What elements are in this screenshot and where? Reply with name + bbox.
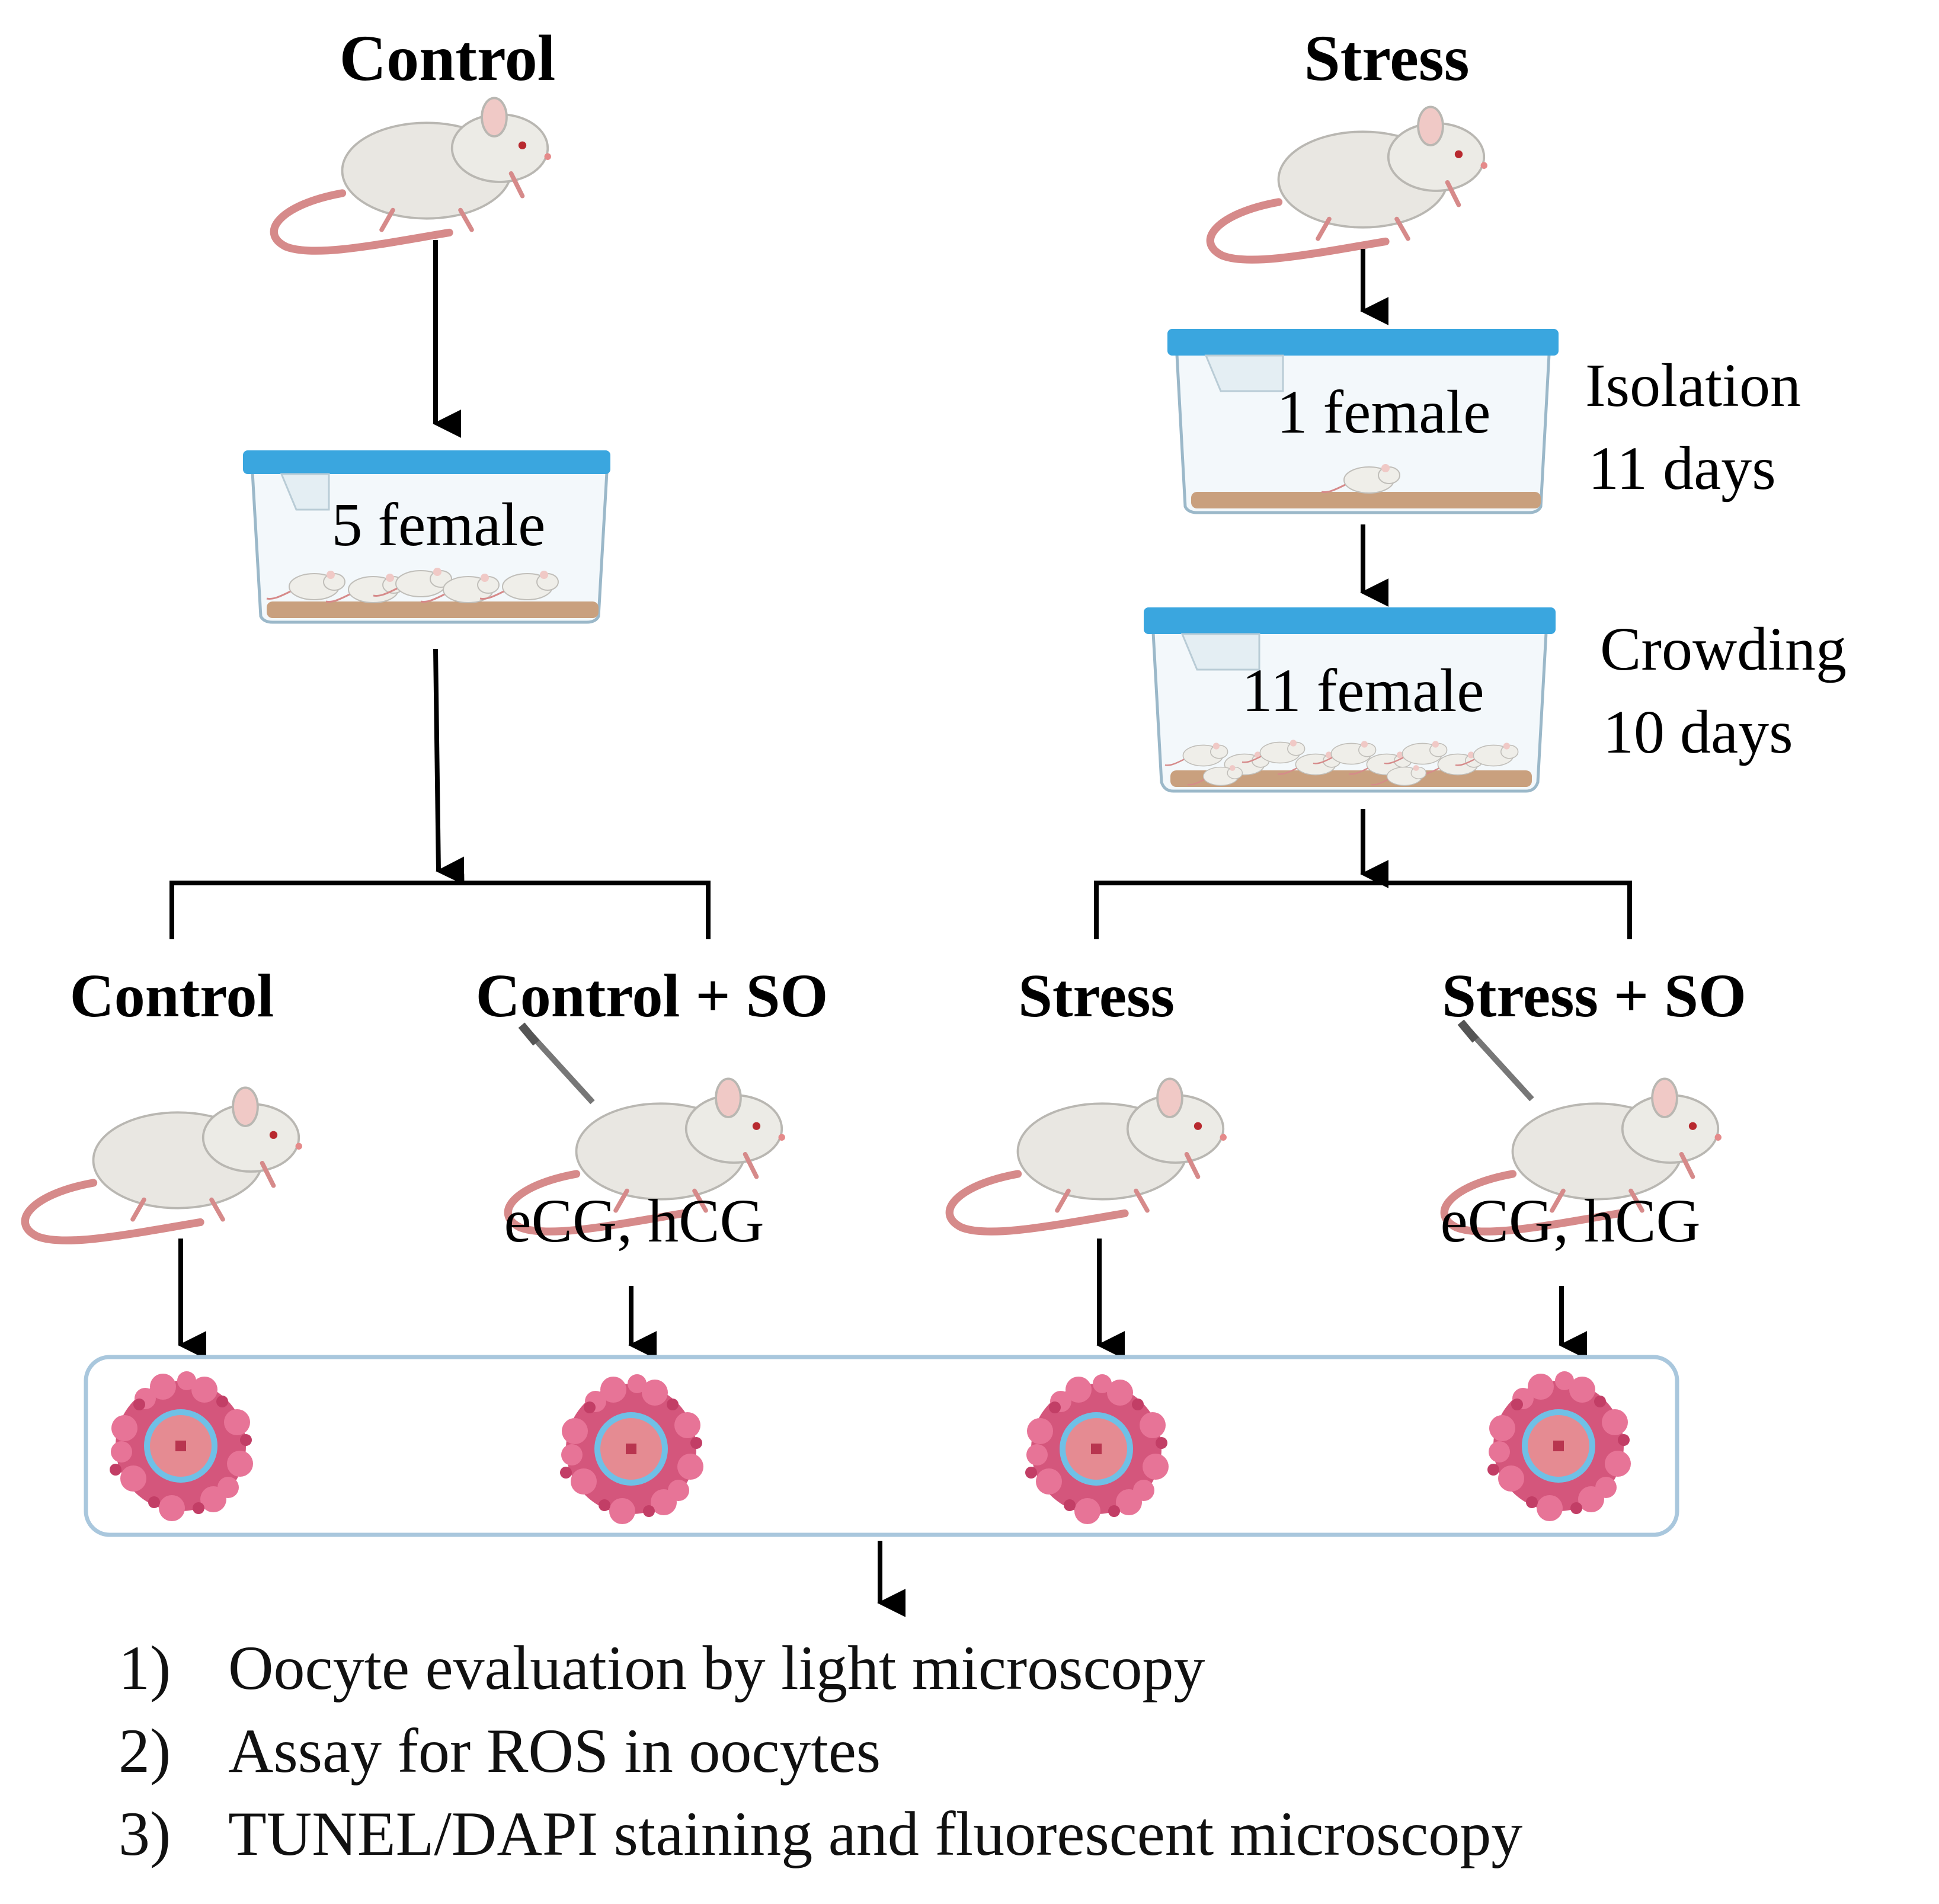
control-branch	[169, 881, 711, 939]
group-stress-mouse-icon	[949, 1079, 1227, 1231]
crowding-cage-label: 11 female	[1242, 657, 1484, 725]
step-item: 1)Oocyte evaluation by light microscopy	[119, 1633, 1205, 1703]
isolation-cage-label: 1 female	[1277, 378, 1491, 446]
step-item: 2)Assay for ROS in oocytes	[119, 1716, 881, 1785]
control-cage-label: 5 female	[332, 491, 546, 559]
evaluation-steps: 1)Oocyte evaluation by light microscopy …	[119, 1627, 1522, 1876]
arrow-control-to-branch	[433, 648, 465, 885]
stress-mouse-icon	[1210, 107, 1487, 260]
group-control-so-label: Control + SO	[476, 962, 828, 1030]
crowding-cage: 11 female	[1144, 607, 1556, 793]
group-stress-so-label: Stress + SO	[1442, 962, 1746, 1030]
oocyte-stress-so	[1487, 1371, 1631, 1521]
crowding-note-line1: Crowding	[1600, 615, 1847, 683]
group-control-so-treatment: eCG, hCG	[504, 1187, 764, 1255]
oocyte-panel	[84, 1355, 1679, 1537]
isolation-note-line2: 11 days	[1588, 434, 1776, 503]
step-item: 3)TUNEL/DAPI staining and fluorescent mi…	[119, 1799, 1523, 1868]
oocyte-control	[110, 1371, 253, 1521]
isolation-cage: 1 female	[1167, 329, 1559, 514]
group-stress-label: Stress	[1018, 962, 1175, 1030]
group-control-mouse-icon	[25, 1087, 302, 1240]
stress-title: Stress	[1304, 22, 1469, 94]
syringe-icon	[1457, 1019, 1534, 1102]
syringe-icon	[518, 1022, 595, 1105]
control-title: Control	[340, 22, 556, 94]
isolation-note-line1: Isolation	[1585, 351, 1801, 420]
oocyte-control-so	[560, 1374, 703, 1524]
stress-branch	[1094, 881, 1632, 939]
group-control-label: Control	[70, 962, 274, 1030]
control-cage: 5 female	[243, 450, 610, 624]
control-mouse-icon	[274, 98, 551, 251]
crowding-note-line2: 10 days	[1603, 698, 1793, 766]
group-stress-so-treatment: eCG, hCG	[1440, 1187, 1700, 1255]
oocyte-stress	[1025, 1374, 1169, 1524]
